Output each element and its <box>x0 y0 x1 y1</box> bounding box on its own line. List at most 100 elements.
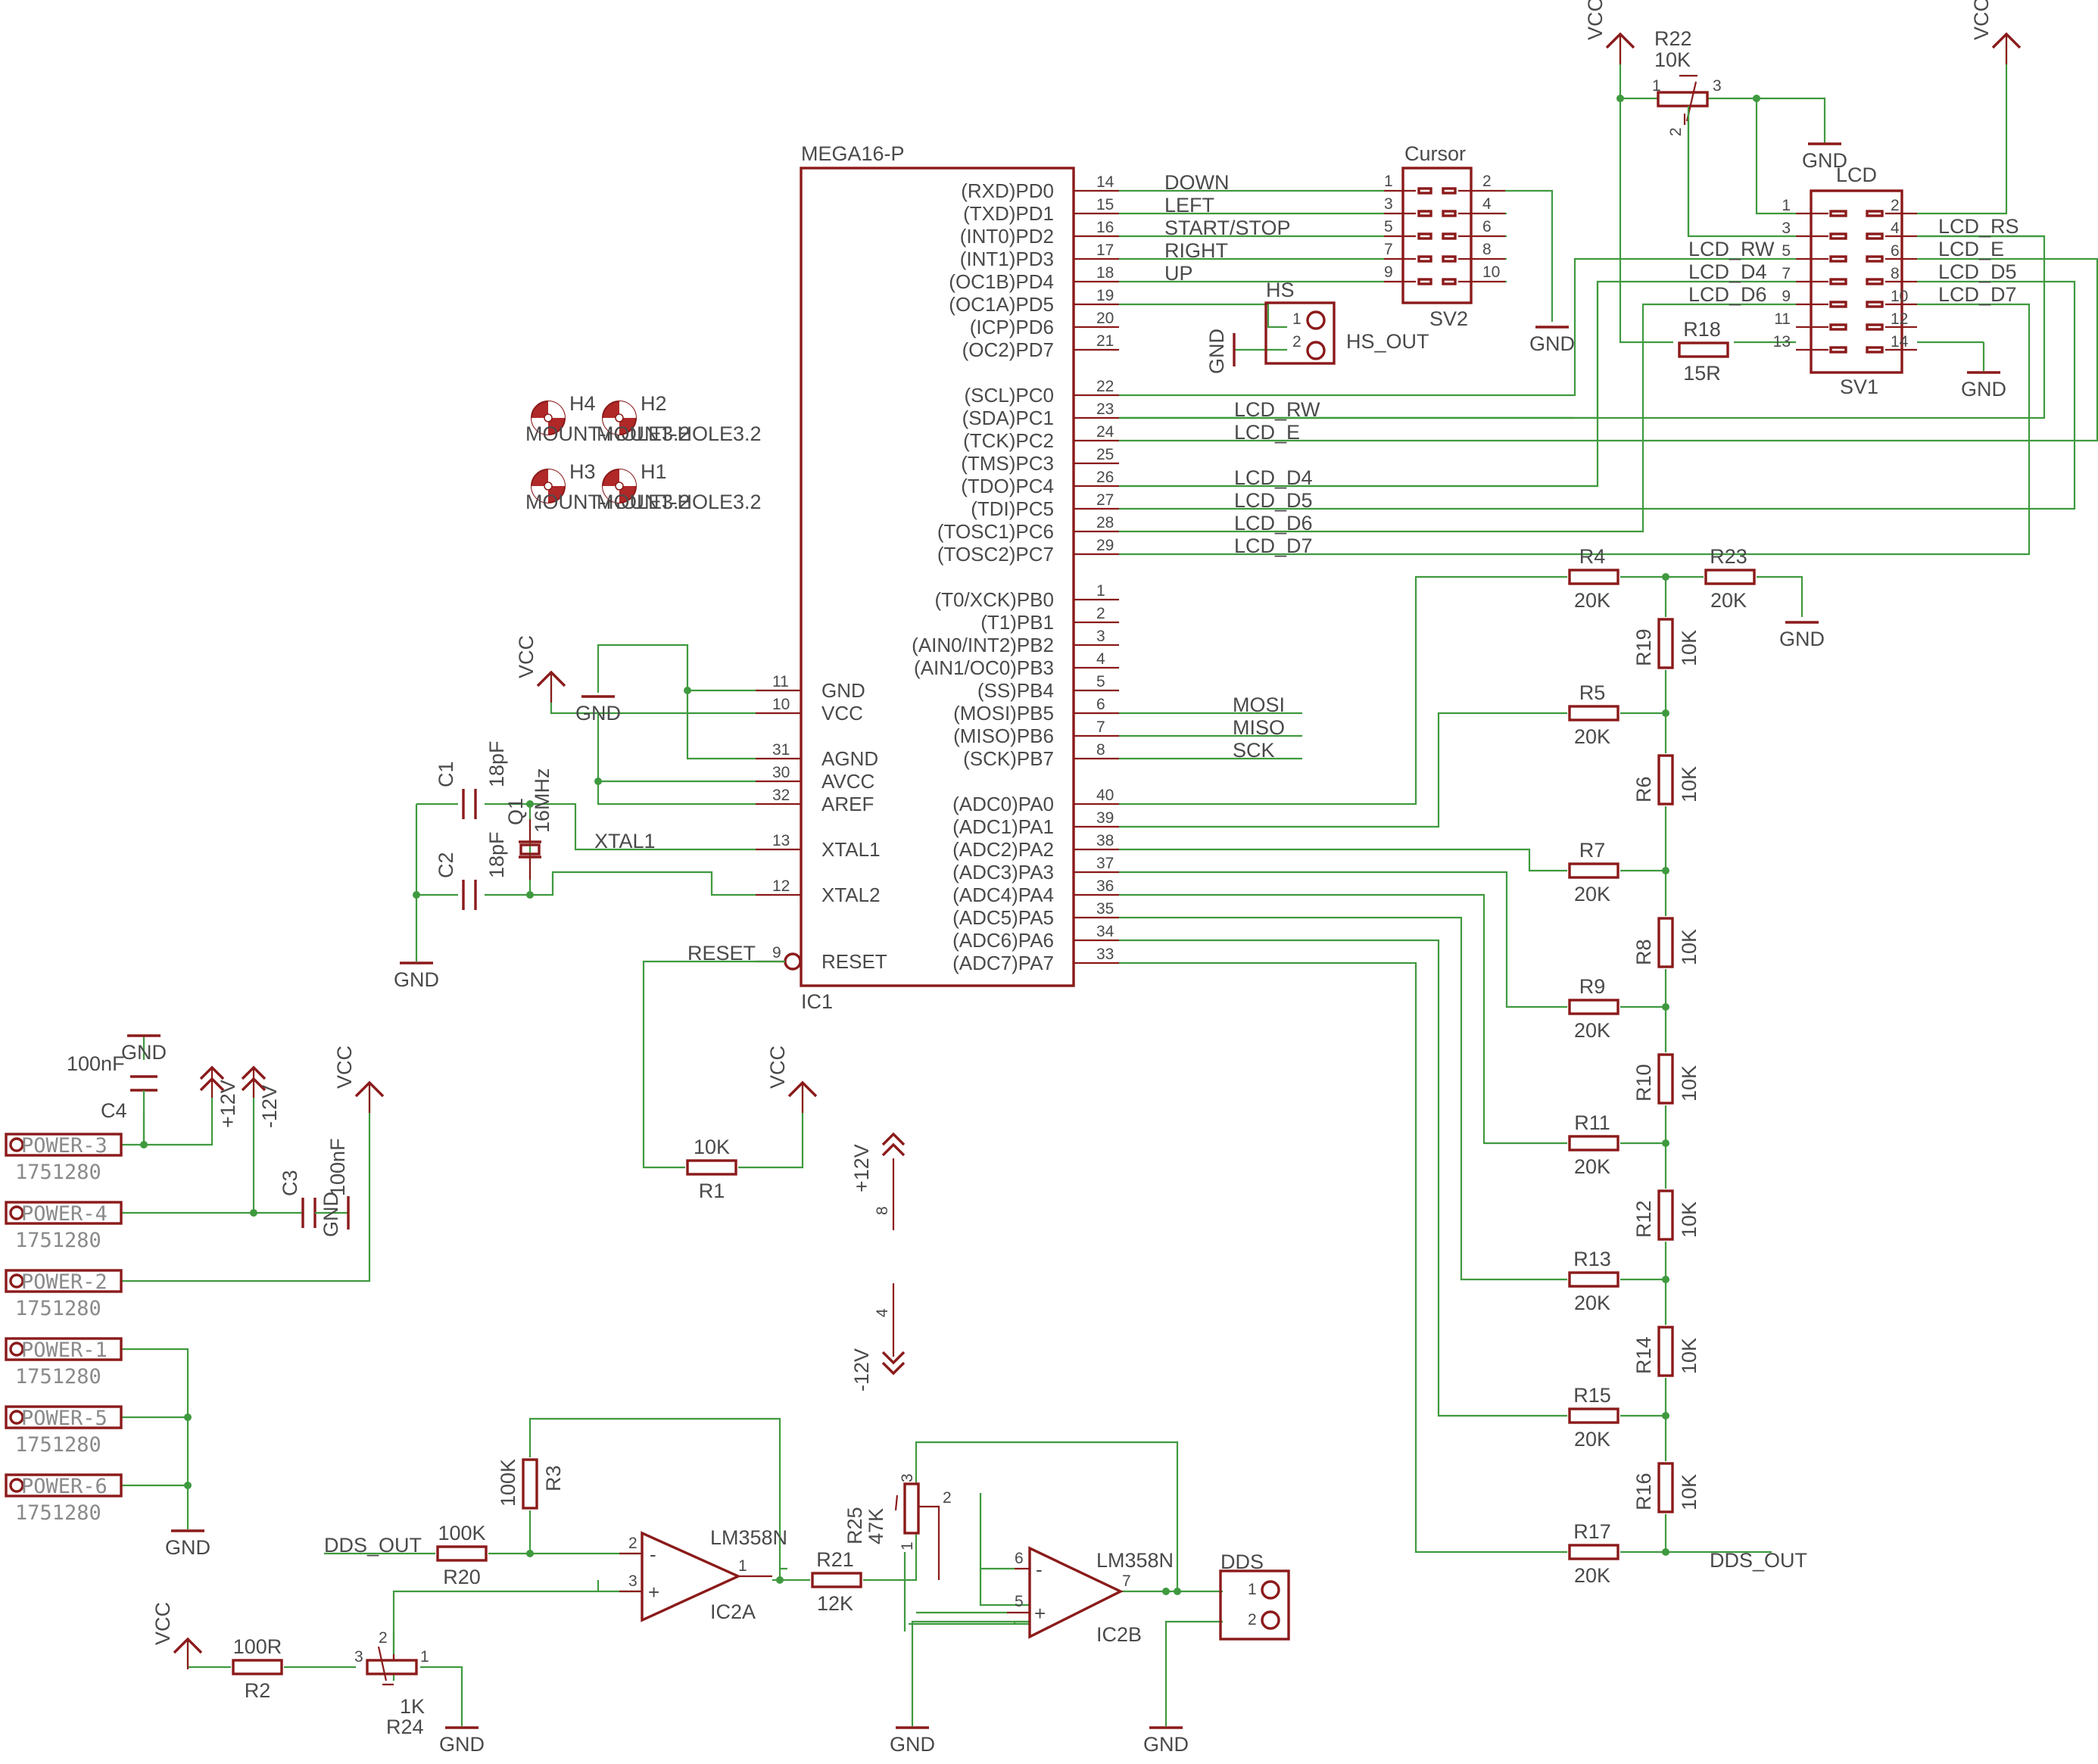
sv1-pin-num: 8 <box>1891 265 1900 282</box>
reset-inversion-circle <box>784 952 802 971</box>
c3-symbol <box>301 1198 316 1228</box>
r6-val: 10K <box>1678 766 1701 803</box>
svg-text:GND: GND <box>394 968 439 991</box>
ic1-pin-name: GND <box>821 679 865 702</box>
r16-val: 10K <box>1678 1474 1701 1510</box>
vcc-ic1: VCC <box>515 635 566 703</box>
svg-text:GND: GND <box>320 1192 342 1237</box>
r13-val: 20K <box>1574 1292 1610 1314</box>
svg-text:H4: H4 <box>569 392 596 415</box>
r4-ref: R4 <box>1579 545 1606 568</box>
opamp-ic2a: - + 2 3 1 LM358N IC2A <box>619 1526 787 1623</box>
r22-ref: R22 <box>1654 27 1692 50</box>
r19-val: 10K <box>1678 630 1701 666</box>
c1-ref: C1 <box>435 761 457 787</box>
ic1-pin-name: (ADC1)PA1 <box>952 815 1054 838</box>
ic1-pin-num: 6 <box>1096 696 1105 713</box>
r22-pin-1: 1 <box>1652 77 1661 95</box>
r19-body <box>1657 618 1674 669</box>
r14-val: 10K <box>1678 1338 1701 1374</box>
hs-name: HS <box>1266 279 1295 301</box>
ic1-pin-num: 26 <box>1096 469 1114 486</box>
sv1-pin-pad <box>1829 278 1847 285</box>
sv1-pin-num: 10 <box>1891 288 1908 305</box>
ic1-pin-name: (RXD)PD0 <box>961 179 1054 202</box>
c2-val: 18pF <box>485 831 508 878</box>
net-lcd-e-pc2: LCD_E <box>1234 421 1300 444</box>
ic1-pin-num: 29 <box>1096 537 1114 554</box>
sv1-pin-pad <box>1829 255 1847 263</box>
dds-pin-1: 1 <box>1248 1581 1257 1598</box>
gnd-c3: GND <box>320 1192 350 1237</box>
net-up: UP <box>1164 262 1193 285</box>
ic1-pin-num: 39 <box>1096 809 1114 827</box>
ic1-pin-name: XTAL1 <box>821 838 881 861</box>
sv2-pin-num: 2 <box>1482 173 1492 190</box>
r5-val: 20K <box>1574 725 1610 748</box>
r18-val: 15R <box>1683 362 1721 385</box>
net-reset: RESET <box>687 942 756 965</box>
sv1-pin-pad <box>1866 255 1884 263</box>
ic1-pin-name: XTAL2 <box>821 884 881 906</box>
gnd-hs: GND <box>1205 329 1236 374</box>
r9-body <box>1568 999 1619 1015</box>
net-right: RIGHT <box>1164 239 1228 262</box>
ic1-pin-num: 9 <box>772 944 781 961</box>
net-lcd-rs-sv1: LCD_RS <box>1938 215 2019 238</box>
opamp-ic2b: - + 6 5 7 LM358N IC2B <box>916 1546 1174 1646</box>
r22-pin-2: 2 <box>1667 127 1685 136</box>
r11-body <box>1568 1135 1619 1152</box>
ic1-pin-name: (TOSC1)PC6 <box>937 520 1054 543</box>
svg-text:VCC: VCC <box>1584 0 1607 40</box>
sv1-pin-pad <box>1866 323 1884 331</box>
r10-body <box>1657 1053 1674 1105</box>
ic2b-part: LM358N <box>1096 1549 1174 1572</box>
svg-text:GND: GND <box>1779 628 1825 650</box>
svg-text:-12V: -12V <box>258 1085 281 1128</box>
svg-text:H2: H2 <box>641 392 667 415</box>
sv1-pin-pad <box>1866 232 1884 240</box>
ic1-pin-name: (TXD)PD1 <box>963 202 1054 225</box>
sv2-pin-num: 7 <box>1384 241 1393 258</box>
ic2b-pin-5: 5 <box>1015 1593 1024 1610</box>
gnd-c4: GND <box>121 1034 167 1064</box>
gnd-ic1: GND <box>575 695 621 725</box>
dds-connector: DDS 1 2 <box>1219 1551 1290 1641</box>
r2-body <box>232 1659 283 1675</box>
ic1-pin-name: AVCC <box>821 770 874 793</box>
r19-ref: R19 <box>1632 628 1655 666</box>
r13-ref: R13 <box>1573 1248 1611 1270</box>
gnd-xtal: GND <box>394 961 439 991</box>
ic1-pin-num: 24 <box>1096 423 1114 441</box>
sv1-pin-pad <box>1866 346 1884 354</box>
net-lcd-e-sv1: LCD_E <box>1938 238 2004 260</box>
net-lcd-d7-sv1: LCD_D7 <box>1938 283 2017 306</box>
sv2-ref: SV2 <box>1429 307 1468 330</box>
net-lcd-rw-pc1: LCD_RW <box>1234 398 1320 421</box>
ic1-pin-name: AREF <box>821 793 874 815</box>
ic2b-ref: IC2B <box>1096 1623 1142 1646</box>
ic1-pin-name: (ADC6)PA6 <box>952 929 1054 952</box>
r17-body <box>1568 1544 1619 1560</box>
ic1-pin-num: 38 <box>1096 832 1114 849</box>
r7-val: 20K <box>1574 883 1610 905</box>
r1-body <box>686 1159 737 1176</box>
ic1-pin-name: (ADC0)PA0 <box>952 793 1054 815</box>
sv1-pin-num: 14 <box>1891 333 1909 351</box>
ic1-pin-num: 28 <box>1096 514 1114 531</box>
svg-text:VCC: VCC <box>333 1046 356 1089</box>
svg-text:1751280: 1751280 <box>15 1229 101 1252</box>
svg-text:MOUNT-HOLE3.2: MOUNT-HOLE3.2 <box>597 491 762 513</box>
r10-val: 10K <box>1678 1065 1701 1102</box>
gnd-r23: GND <box>1779 621 1825 650</box>
ic2a-pin-1: 1 <box>738 1557 747 1575</box>
c3-val: 100nF <box>326 1138 349 1196</box>
sv2-pin-pad <box>1442 187 1457 195</box>
ic1-pin-name: (SCL)PC0 <box>965 384 1054 407</box>
r16-ref: R16 <box>1632 1473 1655 1510</box>
ic1-pin-name: (MISO)PB6 <box>953 725 1054 747</box>
r23-ref: R23 <box>1710 545 1747 568</box>
